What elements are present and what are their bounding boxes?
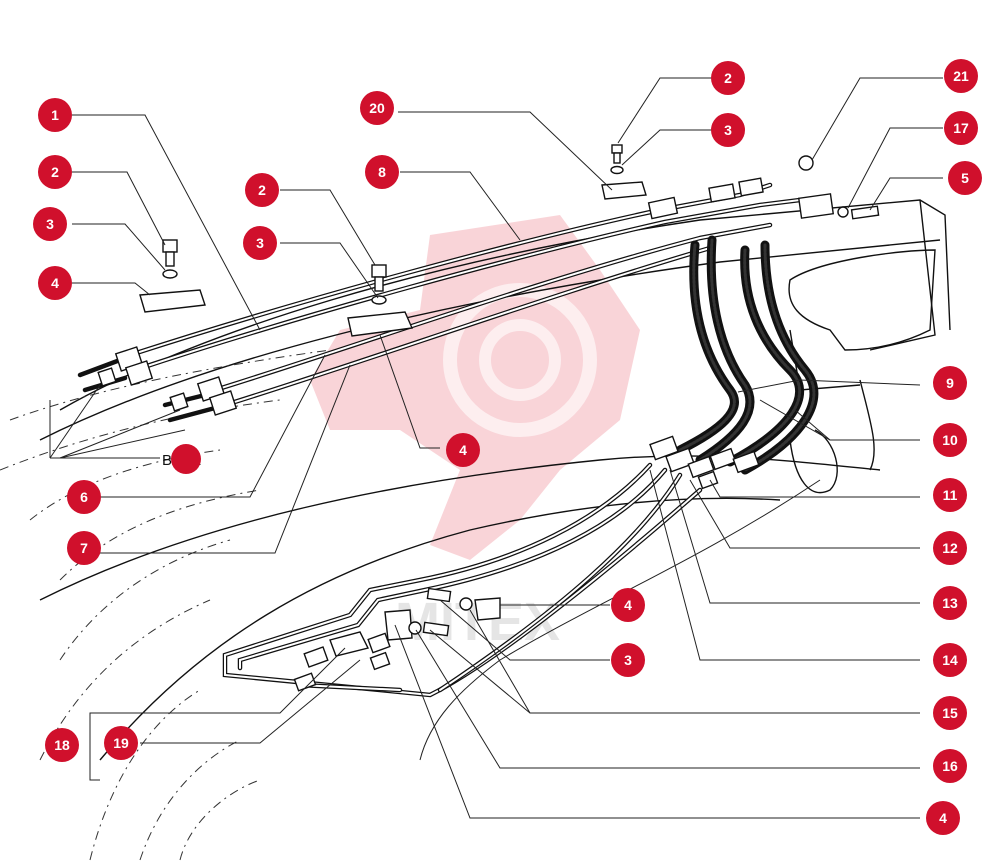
callout-label: 15 bbox=[942, 705, 958, 721]
fittings-lower-cluster bbox=[649, 435, 760, 490]
callout-label: 8 bbox=[378, 164, 386, 180]
callout-14[interactable]: 14 bbox=[933, 643, 967, 677]
callout-label: 14 bbox=[942, 652, 958, 668]
callout-label: 4 bbox=[624, 597, 632, 613]
callout-label: 17 bbox=[953, 120, 969, 136]
callout-5[interactable]: 5 bbox=[948, 161, 982, 195]
callout-2-left[interactable]: 2 bbox=[38, 155, 72, 189]
callout-label: 2 bbox=[724, 70, 732, 86]
callout-4-left[interactable]: 4 bbox=[38, 266, 72, 300]
callout-label: 3 bbox=[256, 235, 264, 251]
callout-18[interactable]: 18 bbox=[45, 728, 79, 762]
fittings-upper-right bbox=[647, 155, 880, 220]
upper-pipes bbox=[77, 182, 803, 423]
callout-8[interactable]: 8 bbox=[365, 155, 399, 189]
callout-label: 2 bbox=[258, 182, 266, 198]
callout-7[interactable]: 7 bbox=[67, 531, 101, 565]
machine-body bbox=[0, 199, 951, 861]
callout-3-left[interactable]: 3 bbox=[33, 207, 67, 241]
callout-4-lower[interactable]: 4 bbox=[611, 588, 645, 622]
callout-10[interactable]: 10 bbox=[933, 423, 967, 457]
callout-9[interactable]: 9 bbox=[933, 366, 967, 400]
callout-1[interactable]: 1 bbox=[38, 98, 72, 132]
callout-label: 19 bbox=[113, 735, 129, 751]
callout-label: 11 bbox=[943, 487, 958, 503]
callout-13[interactable]: 13 bbox=[933, 586, 967, 620]
callout-15[interactable]: 15 bbox=[933, 696, 967, 730]
flexible-hoses bbox=[675, 235, 819, 475]
callout-label: 1 bbox=[51, 107, 59, 123]
callout-4-mid[interactable]: 4 bbox=[446, 433, 480, 467]
reference-dot bbox=[171, 444, 201, 474]
callout-12[interactable]: 12 bbox=[933, 531, 967, 565]
callout-3-top[interactable]: 3 bbox=[711, 113, 745, 147]
callout-3-center[interactable]: 3 bbox=[243, 226, 277, 260]
callout-label: 6 bbox=[80, 489, 88, 505]
callout-label: 4 bbox=[939, 810, 947, 826]
callout-label: 9 bbox=[946, 375, 954, 391]
callout-6[interactable]: 6 bbox=[67, 480, 101, 514]
callout-label: 5 bbox=[961, 170, 969, 186]
callout-label: 3 bbox=[624, 652, 632, 668]
callout-16[interactable]: 16 bbox=[933, 749, 967, 783]
clamps-upper bbox=[139, 144, 647, 337]
callout-2-center[interactable]: 2 bbox=[245, 173, 279, 207]
fittings-upper-left bbox=[97, 346, 238, 416]
callout-label: 3 bbox=[46, 216, 54, 232]
callout-label: 13 bbox=[942, 595, 958, 611]
callout-17[interactable]: 17 bbox=[944, 111, 978, 145]
callout-label: 16 bbox=[942, 758, 958, 774]
callout-label: 2 bbox=[51, 164, 59, 180]
callout-label: 4 bbox=[459, 442, 467, 458]
callout-4-bottom[interactable]: 4 bbox=[926, 801, 960, 835]
lower-clamps bbox=[329, 587, 501, 671]
callout-19[interactable]: 19 bbox=[104, 726, 138, 760]
callout-label: 21 bbox=[953, 68, 969, 84]
callout-label: 7 bbox=[80, 540, 88, 556]
callout-label: 10 bbox=[942, 432, 958, 448]
leader-lines bbox=[49, 77, 943, 819]
callout-3-lower[interactable]: 3 bbox=[611, 643, 645, 677]
callout-20[interactable]: 20 bbox=[360, 91, 394, 125]
callout-label: 4 bbox=[51, 275, 59, 291]
callout-label: 18 bbox=[54, 737, 70, 753]
callout-2-top[interactable]: 2 bbox=[711, 61, 745, 95]
callout-11[interactable]: 11 bbox=[933, 478, 967, 512]
callout-label: 3 bbox=[724, 122, 732, 138]
lower-pipes bbox=[222, 462, 703, 698]
callout-label: 20 bbox=[369, 100, 385, 116]
callout-21[interactable]: 21 bbox=[944, 59, 978, 93]
callout-label: 12 bbox=[942, 540, 958, 556]
